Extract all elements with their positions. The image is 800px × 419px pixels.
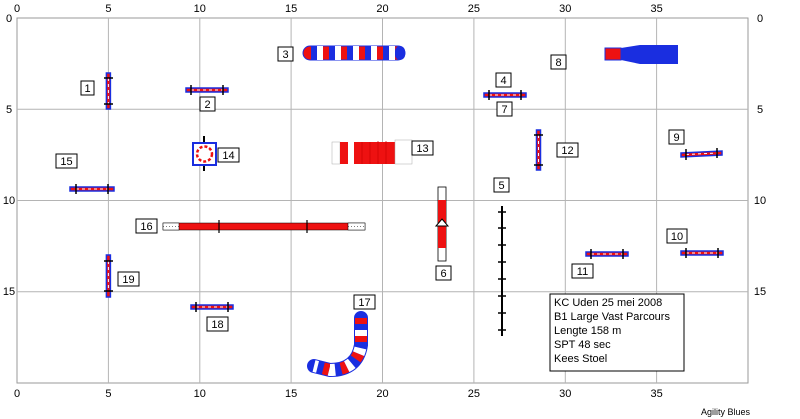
y-tick-label: 0	[757, 13, 763, 25]
obstacle-label-19: 19	[117, 271, 140, 287]
y-tick-label: 10	[3, 195, 15, 207]
y-tick-label: 5	[757, 104, 763, 116]
obstacle-1-jump	[104, 72, 113, 110]
obstacle-label-3: 3	[277, 46, 294, 62]
obstacle-11-jump	[585, 249, 629, 259]
y-axis-right: 0 5 10 15	[754, 13, 766, 298]
obstacle-label-18: 18	[206, 316, 229, 332]
y-axis-left: 0 5 10 15	[3, 13, 15, 298]
x-tick-label: 30	[559, 388, 571, 400]
x-tick-label: 25	[468, 388, 480, 400]
label-text: 7	[501, 104, 507, 116]
label-text: 10	[671, 231, 683, 243]
obstacle-6-seesaw	[434, 186, 450, 262]
label-text: 5	[498, 180, 504, 192]
obstacle-label-16: 16	[135, 218, 158, 234]
obstacle-label-2: 2	[199, 96, 216, 112]
label-text: 1	[84, 83, 90, 95]
label-text: 11	[577, 266, 588, 278]
credit-text: Agility Blues	[701, 407, 751, 417]
info-spt: SPT 48 sec	[554, 339, 611, 351]
obstacle-label-15: 15	[55, 153, 78, 169]
info-judge: Kees Stoel	[554, 353, 607, 365]
x-tick-label: 35	[650, 388, 662, 400]
label-text: 3	[282, 49, 288, 61]
label-text: 17	[358, 297, 370, 309]
obstacle-label-10: 10	[666, 228, 688, 244]
label-text: 8	[555, 57, 561, 69]
x-tick-label: 10	[194, 388, 206, 400]
y-tick-label: 10	[754, 195, 766, 207]
obstacle-label-1: 1	[80, 80, 95, 96]
info-length: Lengte 158 m	[554, 325, 621, 337]
obstacle-15-jump	[69, 184, 115, 194]
x-tick-label: 15	[285, 3, 297, 15]
obstacle-5-weave	[498, 206, 506, 336]
obstacle-19-jump	[104, 254, 113, 298]
obstacle-3-tunnel	[302, 45, 406, 61]
label-text: 19	[122, 274, 134, 286]
obstacle-17-curved-tunnel	[307, 311, 368, 378]
obstacle-18-jump	[190, 302, 234, 312]
obstacle-9-jump	[680, 148, 723, 160]
x-tick-label: 30	[559, 3, 571, 15]
x-tick-label: 0	[14, 3, 20, 15]
obstacle-label-6: 6	[435, 265, 452, 281]
obstacle-label-7: 7	[496, 101, 513, 117]
obstacle-label-17: 17	[353, 294, 376, 310]
obstacle-label-13: 13	[411, 140, 434, 156]
obstacle-10-jump	[680, 248, 724, 258]
x-axis-bottom: 0 5 10 15 20 25 30 35	[14, 388, 663, 400]
x-tick-label: 35	[650, 3, 662, 15]
x-tick-label: 10	[194, 3, 206, 15]
x-tick-label: 0	[14, 388, 20, 400]
label-text: 18	[211, 319, 223, 331]
label-text: 2	[204, 99, 210, 111]
y-tick-label: 0	[6, 13, 12, 25]
y-tick-label: 15	[3, 286, 15, 298]
x-tick-label: 5	[105, 3, 111, 15]
obstacle-2-jump	[185, 85, 229, 95]
y-tick-label: 5	[6, 104, 12, 116]
label-text: 15	[60, 156, 72, 168]
info-class: B1 Large Vast Parcours	[554, 311, 670, 323]
x-tick-label: 15	[285, 388, 297, 400]
label-text: 4	[500, 75, 506, 87]
label-text: 12	[561, 145, 573, 157]
label-text: 16	[140, 221, 152, 233]
obstacle-label-5: 5	[493, 177, 510, 193]
info-club-date: KC Uden 25 mei 2008	[554, 297, 662, 309]
obstacle-12-jump	[534, 129, 543, 171]
x-axis-top: 0 5 10 15 20 25 30 35	[14, 3, 663, 15]
y-tick-label: 15	[754, 286, 766, 298]
label-text: 6	[440, 268, 446, 280]
obstacle-label-9: 9	[668, 129, 685, 145]
obstacle-13-tunnel	[331, 139, 413, 165]
course-info-box: KC Uden 25 mei 2008 B1 Large Vast Parcou…	[549, 293, 685, 372]
obstacle-8-chute	[604, 45, 678, 64]
label-text: 14	[222, 150, 234, 162]
obstacle-label-11: 11	[571, 263, 594, 279]
label-text: 13	[416, 143, 428, 155]
obstacle-label-4: 4	[495, 72, 512, 88]
x-tick-label: 20	[376, 388, 388, 400]
obstacle-4-jump	[483, 90, 527, 100]
obstacle-label-8: 8	[550, 54, 567, 70]
x-tick-label: 25	[468, 3, 480, 15]
obstacle-label-14: 14	[217, 147, 240, 163]
obstacle-14-tire	[192, 136, 217, 171]
obstacle-16-dogwalk	[162, 220, 366, 233]
obstacle-label-12: 12	[556, 142, 579, 158]
label-text: 9	[673, 132, 679, 144]
x-tick-label: 5	[105, 388, 111, 400]
x-tick-label: 20	[376, 3, 388, 15]
field-grid	[16, 17, 749, 384]
